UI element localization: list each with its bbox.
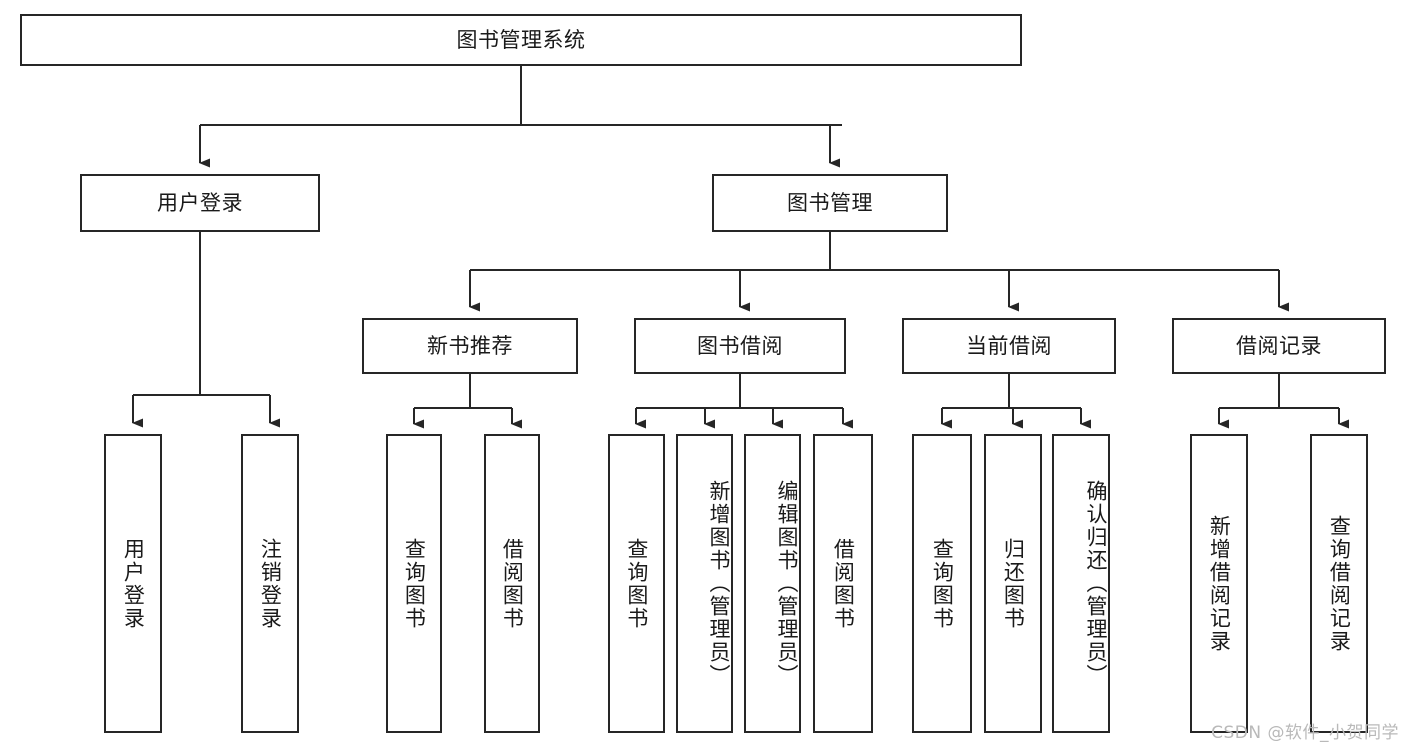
leaf-query-book-current-label: 查询图书 — [930, 537, 955, 630]
leaf-query-borrow-record-label: 查询借阅记录 — [1327, 514, 1352, 653]
leaf-edit-book-admin-label: 编辑图书（管理员） — [775, 480, 799, 687]
leaf-user-login-label: 用户登录 — [121, 537, 146, 630]
node-borrow-record[interactable]: 借阅记录 — [1172, 318, 1386, 374]
leaf-add-borrow-record[interactable]: 新增借阅记录 — [1190, 434, 1248, 733]
leaf-confirm-return-admin[interactable]: 确认归还（管理员） — [1052, 434, 1110, 733]
leaf-user-login[interactable]: 用户登录 — [104, 434, 162, 733]
node-current-borrow-label: 当前借阅 — [966, 333, 1052, 358]
leaf-edit-book-admin[interactable]: 编辑图书（管理员） — [744, 434, 801, 733]
leaf-query-book-borrow-label: 查询图书 — [624, 537, 649, 630]
node-root-label: 图书管理系统 — [456, 27, 586, 52]
leaf-return-book[interactable]: 归还图书 — [984, 434, 1042, 733]
leaf-user-logout[interactable]: 注销登录 — [241, 434, 299, 733]
leaf-confirm-return-admin-label: 确认归还（管理员） — [1084, 480, 1108, 687]
leaf-return-book-label: 归还图书 — [1001, 537, 1026, 630]
leaf-add-borrow-record-label: 新增借阅记录 — [1207, 514, 1232, 653]
node-new-book-recommend[interactable]: 新书推荐 — [362, 318, 578, 374]
leaf-query-book-newbook[interactable]: 查询图书 — [386, 434, 442, 733]
node-user-login[interactable]: 用户登录 — [80, 174, 320, 232]
leaf-add-book-admin[interactable]: 新增图书（管理员） — [676, 434, 733, 733]
node-root[interactable]: 图书管理系统 — [20, 14, 1022, 66]
node-user-login-label: 用户登录 — [157, 190, 243, 215]
leaf-borrow-book-newbook[interactable]: 借阅图书 — [484, 434, 540, 733]
leaf-add-book-admin-label: 新增图书（管理员） — [707, 480, 731, 687]
node-book-borrow-label: 图书借阅 — [697, 333, 783, 358]
watermark-text: CSDN @软件_小贺同学 — [1211, 723, 1399, 743]
node-borrow-record-label: 借阅记录 — [1236, 333, 1322, 358]
leaf-borrow-book-label: 借阅图书 — [831, 537, 856, 630]
node-current-borrow[interactable]: 当前借阅 — [902, 318, 1116, 374]
node-book-management-label: 图书管理 — [787, 190, 873, 215]
leaf-query-borrow-record[interactable]: 查询借阅记录 — [1310, 434, 1368, 733]
node-book-borrow[interactable]: 图书借阅 — [634, 318, 846, 374]
leaf-borrow-book-newbook-label: 借阅图书 — [500, 537, 525, 630]
leaf-query-book-newbook-label: 查询图书 — [402, 537, 427, 630]
leaf-query-book-borrow[interactable]: 查询图书 — [608, 434, 665, 733]
leaf-user-logout-label: 注销登录 — [258, 537, 283, 630]
leaf-borrow-book[interactable]: 借阅图书 — [813, 434, 873, 733]
node-new-book-recommend-label: 新书推荐 — [427, 333, 513, 358]
node-book-management[interactable]: 图书管理 — [712, 174, 948, 232]
leaf-query-book-current[interactable]: 查询图书 — [912, 434, 972, 733]
